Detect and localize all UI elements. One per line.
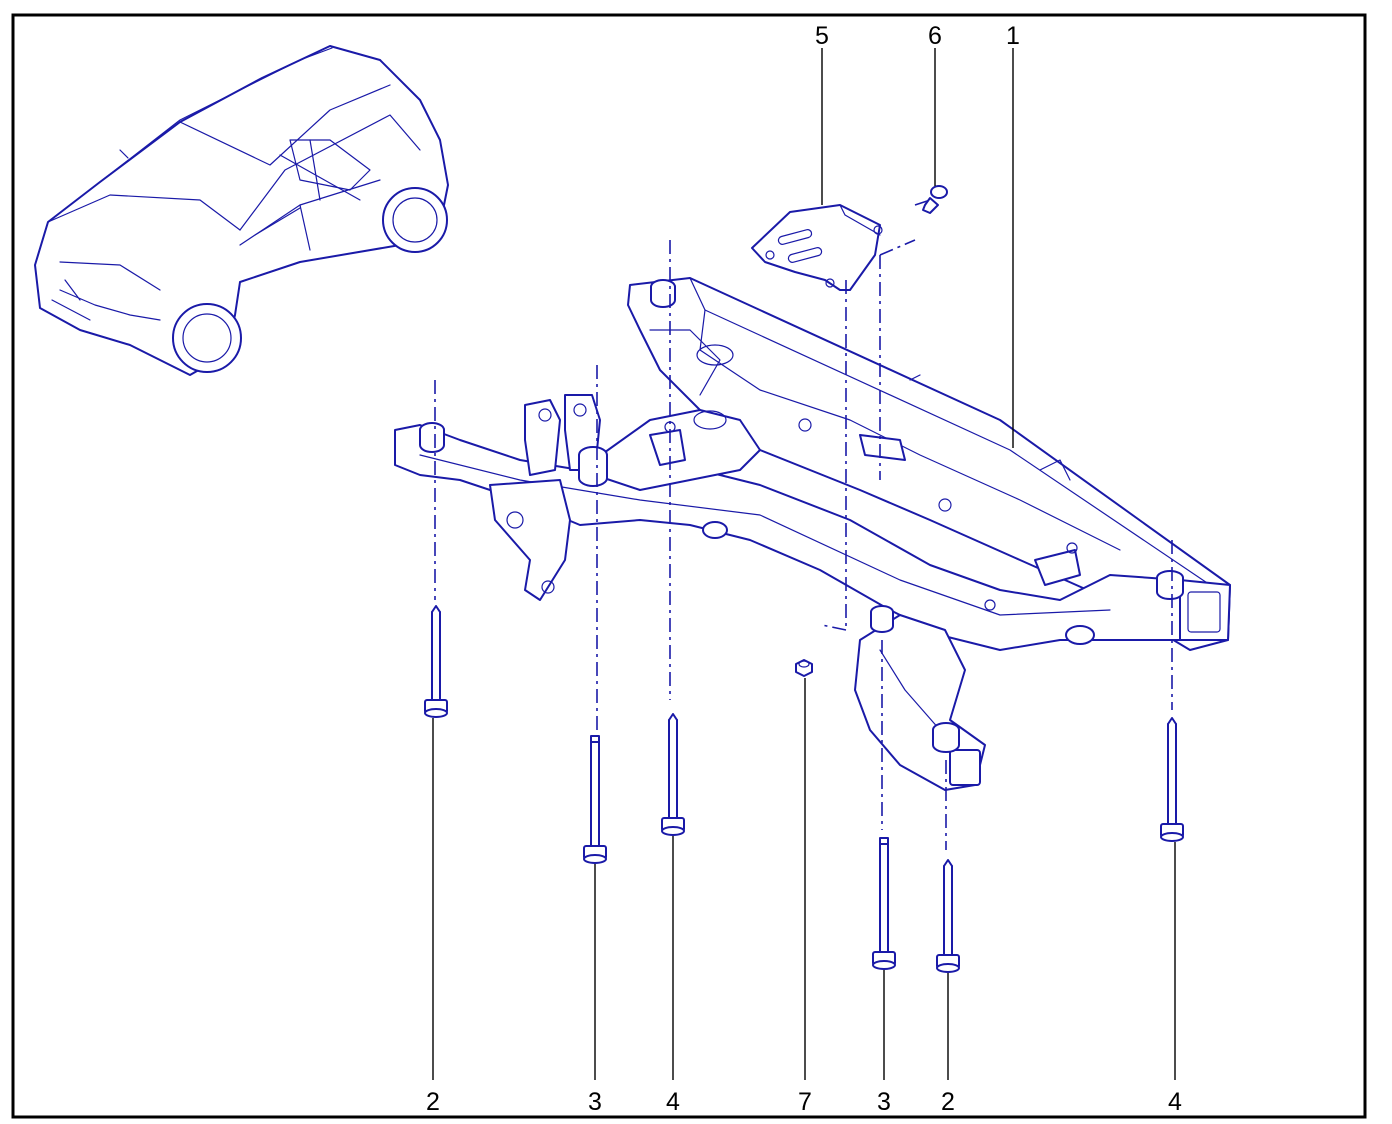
callout-4-right: 4 — [1168, 1088, 1182, 1116]
bolt-4-left — [661, 713, 685, 836]
callout-labels: 5 6 1 2 3 4 7 3 2 4 — [426, 22, 1182, 1116]
bolt-2-right — [936, 859, 960, 973]
callout-6: 6 — [928, 22, 942, 50]
leader-lines — [432, 48, 1176, 1080]
mount-bushing — [419, 279, 1184, 753]
diagram-frame — [11, 13, 1367, 1119]
callout-3-right: 3 — [877, 1088, 891, 1116]
callout-3-left: 3 — [588, 1088, 602, 1116]
callout-1: 1 — [1006, 22, 1020, 50]
bolt-2-left — [424, 605, 448, 718]
callout-7: 7 — [798, 1088, 812, 1116]
callout-4-left: 4 — [666, 1088, 680, 1116]
mounting-bracket — [751, 204, 883, 291]
callout-2-right: 2 — [941, 1088, 955, 1116]
bracket-bolt — [922, 185, 948, 214]
vehicle-locator — [34, 45, 449, 376]
bolt-3-right — [872, 837, 896, 970]
bolt-4-right — [1160, 717, 1184, 842]
nut — [795, 659, 813, 677]
callout-2-left: 2 — [426, 1088, 440, 1116]
assembly-axes — [434, 199, 1173, 850]
subframe — [394, 277, 1231, 791]
callout-5: 5 — [815, 22, 829, 50]
bolt-3-left — [583, 735, 607, 864]
